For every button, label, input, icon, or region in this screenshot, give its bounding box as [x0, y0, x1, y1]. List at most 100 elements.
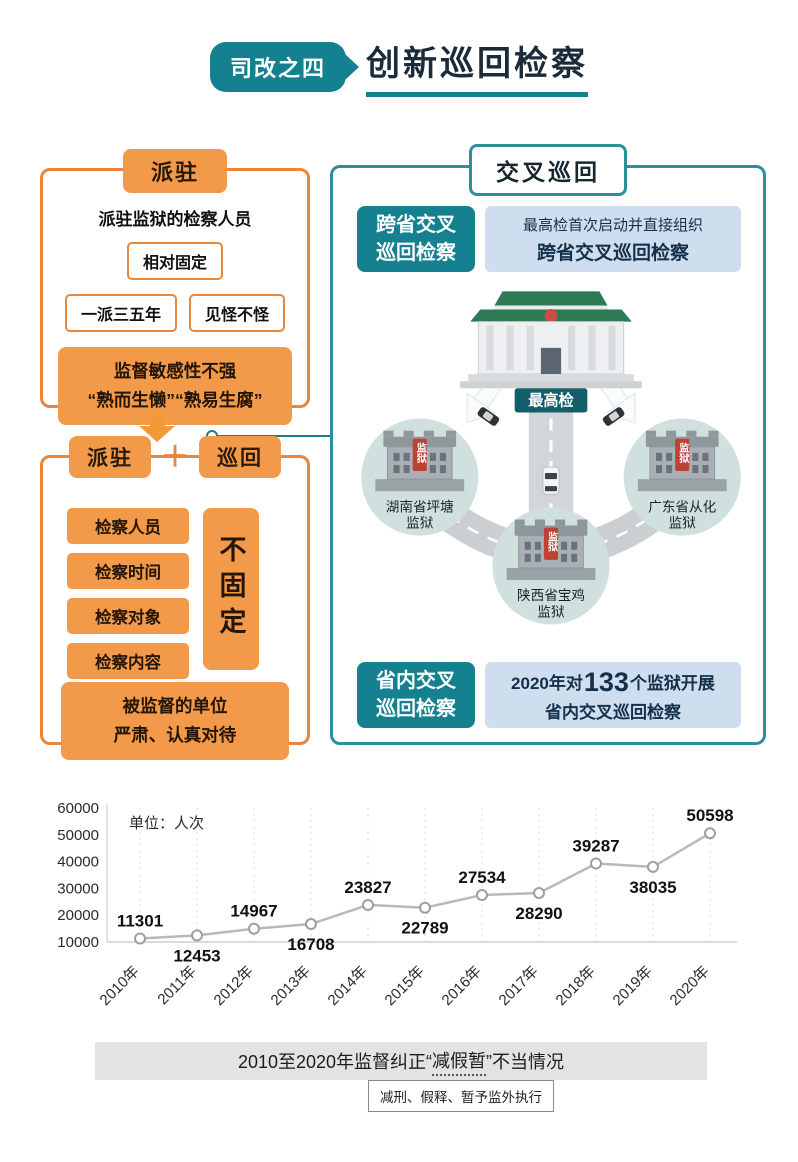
data-label: 28290: [515, 904, 562, 923]
prison-sign-text: 监狱: [677, 442, 690, 464]
in-province-desc-line1: 2020年对133个监狱开展: [489, 667, 737, 698]
prison-hunan: 监狱 湖南省坪塘 监狱: [361, 418, 479, 536]
paizhu-box: 派驻 派驻监狱的检察人员 相对固定 一派三五年 见怪不怪 监督敏感性不强 “熟而…: [40, 149, 310, 425]
cross-province-desc-line2: 跨省交叉巡回检察: [536, 242, 689, 264]
prison-name-line2: 监狱: [406, 516, 434, 531]
in-province-desc-line2: 省内交叉巡回检察: [545, 703, 681, 722]
item-content: 检察内容: [67, 643, 189, 679]
caption-term: 减假暂: [432, 1047, 487, 1076]
data-label: 11301: [117, 912, 163, 931]
header: 司改之四 创新巡回检察: [0, 36, 798, 97]
not-fixed-label: 不固定: [203, 508, 259, 670]
data-point: [476, 889, 488, 902]
paizhu-box-content: 派驻监狱的检察人员 相对固定 一派三五年 见怪不怪 监督敏感性不强 “熟而生懒”…: [43, 171, 307, 425]
pill-three-five-years: 一派三五年: [64, 294, 177, 332]
y-tick-label: 40000: [57, 854, 99, 871]
inspection-items: 检察人员 检察时间 检察对象 检察内容: [67, 508, 189, 679]
data-label: 50598: [686, 806, 733, 825]
x-tick-label: 2019年: [610, 963, 656, 1009]
combo-title-xunhui: 巡回: [199, 436, 282, 478]
cross-province-label: 跨省交叉 巡回检察: [357, 206, 475, 272]
data-point: [134, 932, 146, 945]
connector-line: [218, 434, 332, 437]
y-tick-label: 10000: [57, 934, 99, 951]
x-tick-label: 2011年: [154, 963, 199, 1008]
page-title: 创新巡回检察: [366, 36, 588, 97]
data-label: 22789: [401, 919, 448, 938]
y-tick-label: 50000: [57, 827, 99, 844]
trend-line-chart: 100002000030000400005000060000单位：人次11301…: [57, 800, 737, 1009]
x-tick-label: 2015年: [382, 963, 428, 1009]
chart-caption: 2010至2020年监督纠正“减假暂”不当情况: [95, 1042, 707, 1080]
combo-result-line1: 被监督的单位: [122, 696, 228, 716]
prison-name-line1: 陕西省宝鸡: [517, 587, 585, 603]
cross-province-desc-line1: 最高检首次启动并直接组织: [522, 216, 703, 234]
cross-box-title: 交叉巡回: [469, 144, 627, 196]
car-icon-left: [477, 407, 500, 426]
prison-sign: [675, 438, 690, 472]
x-tick-label: 2020年: [667, 963, 713, 1009]
prison-sign-text: 监狱: [414, 442, 427, 464]
pill-relatively-fixed: 相对固定: [126, 242, 223, 280]
prison-shaanxi: 监狱 陕西省宝鸡 监狱: [492, 507, 610, 625]
data-point: [704, 827, 716, 840]
item-time: 检察时间: [67, 553, 189, 589]
item-target: 检察对象: [67, 598, 189, 634]
national-emblem-icon: [544, 309, 558, 323]
paizhu-warning-line2: “熟而生懒”“熟易生腐”: [87, 389, 263, 410]
combo-result: 被监督的单位 严肃、认真对待: [61, 682, 289, 760]
cross-inspection-box: 交叉巡回 跨省交叉 巡回检察 最高检首次启动并直接组织 跨省交叉巡回检察: [330, 144, 766, 745]
prison-name-line2: 监狱: [537, 604, 565, 619]
paizhu-warning-line1: 监督敏感性不强: [113, 361, 237, 381]
x-tick-label: 2018年: [553, 963, 599, 1009]
x-tick-label: 2013年: [268, 963, 314, 1009]
data-label: 27534: [458, 868, 506, 887]
data-point: [419, 901, 431, 914]
unit-label: 单位：人次: [129, 815, 204, 832]
prison-name-line1: 湖南省坪塘: [386, 499, 454, 514]
data-label: 14967: [230, 902, 277, 921]
data-point: [248, 922, 260, 935]
building-banner: [514, 388, 588, 413]
supreme-procuratorate-building: 最高检: [460, 291, 642, 413]
in-province-desc: 2020年对133个监狱开展 省内交叉巡回检察: [485, 662, 741, 728]
in-province-desc-prefix: 2020年对: [511, 674, 583, 693]
prison-sign: [412, 438, 427, 472]
prison-name-line2: 监狱: [669, 516, 697, 531]
prison-name-line1: 广东省从化: [648, 499, 716, 514]
cross-province-label-line2: 巡回检察: [376, 242, 456, 264]
data-label: 16708: [287, 935, 334, 954]
car-icon-center: [542, 466, 560, 495]
x-tick-label: 2017年: [496, 963, 542, 1009]
x-tick-label: 2012年: [211, 963, 257, 1009]
prison-sign-text: 监狱: [546, 530, 559, 552]
paizhu-box-title: 派驻: [122, 149, 228, 193]
data-point: [305, 918, 317, 931]
data-label: 12453: [173, 946, 220, 965]
prison-count: 133: [583, 667, 629, 697]
in-province-desc-suffix: 个监狱开展: [629, 674, 715, 693]
data-point: [533, 886, 545, 899]
prison-map-illustration: 最高检 监狱 湖南省坪塘 监狱: [361, 291, 741, 625]
in-province-label: 省内交叉 巡回检察: [357, 662, 475, 728]
data-point: [362, 898, 374, 911]
term-definition-box: 减刑、假释、暂予监外执行: [368, 1080, 554, 1112]
caption-suffix: ”不当情况: [486, 1052, 565, 1072]
y-tick-label: 30000: [57, 880, 99, 897]
combo-box: 派驻 ＋ 巡回 检察人员 检察时间 检察对象 检察内容 不固定 被监督的单位 严…: [40, 436, 310, 760]
in-province-row: 省内交叉 巡回检察 2020年对133个监狱开展 省内交叉巡回检察: [357, 662, 741, 728]
down-arrow-shaft: [149, 413, 165, 426]
combo-result-line2: 严肃、认真对待: [113, 724, 237, 745]
y-tick-label: 60000: [57, 800, 99, 817]
pill-nothing-strange: 见怪不怪: [189, 294, 286, 332]
cross-province-label-line1: 跨省交叉: [376, 214, 456, 236]
pill-row: 一派三五年 见怪不怪: [64, 294, 286, 332]
item-personnel: 检察人员: [67, 508, 189, 544]
x-tick-label: 2010年: [97, 963, 143, 1009]
prison-sign: [543, 527, 559, 560]
in-province-label-line1: 省内交叉: [376, 670, 456, 692]
x-tick-label: 2014年: [325, 963, 371, 1009]
in-province-label-line2: 巡回检察: [376, 698, 456, 720]
